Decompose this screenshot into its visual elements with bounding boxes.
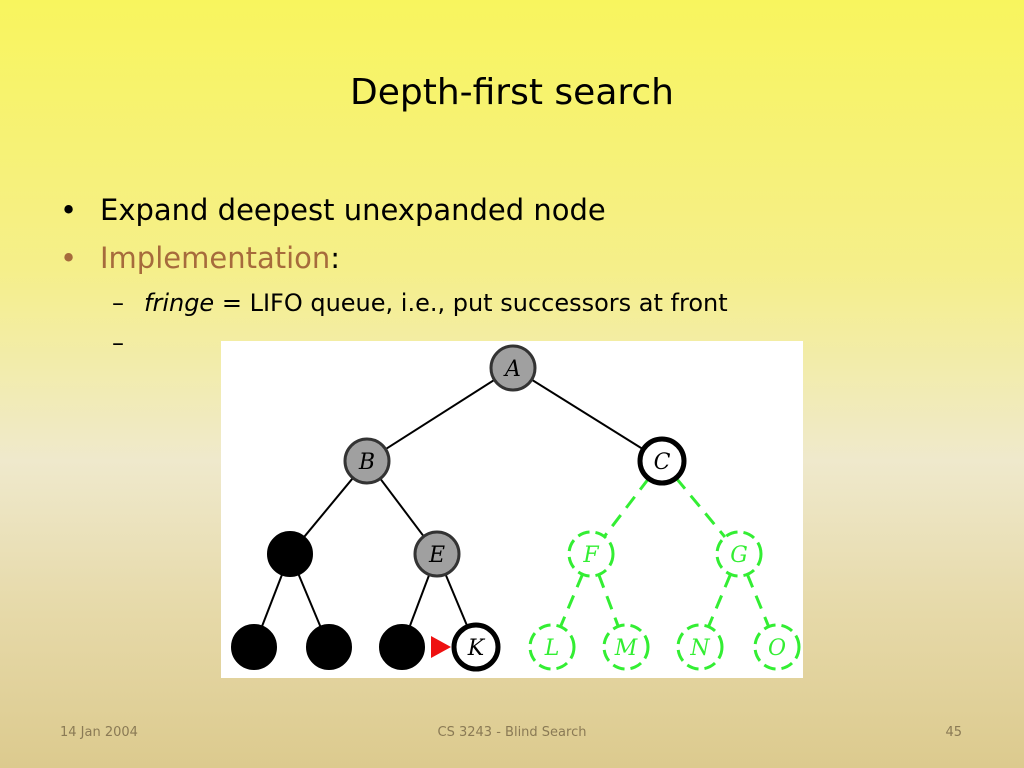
sub-bullet-item: – fringe = LIFO queue, i.e., put success… <box>112 286 960 326</box>
tree-node-label: K <box>467 636 486 661</box>
footer-date: 14 Jan 2004 <box>60 725 138 740</box>
tree-edge-a-c <box>531 378 644 451</box>
sub-bullet-marker: – <box>112 329 124 357</box>
tree-node-e: E <box>413 530 461 578</box>
tree-edge-g-n <box>707 573 732 628</box>
tree-node-f: F <box>567 530 615 578</box>
bullet-list: • Expand deepest unexpanded node • Imple… <box>60 190 960 366</box>
tree-node-label: N <box>689 636 710 661</box>
tree-edge-d-i <box>297 573 322 628</box>
tree-node-i <box>306 624 352 670</box>
sub-bullet-item: – <box>112 326 960 366</box>
bullet-item: • Implementation: <box>60 238 960 286</box>
tree-node-circle <box>528 623 576 671</box>
tree-node-circle <box>231 624 277 670</box>
tree-node-label: L <box>544 636 560 661</box>
sub-bullet-marker: – <box>112 289 124 317</box>
tree-node-label: A <box>503 357 521 382</box>
tree-edge-f-l <box>559 573 584 628</box>
tree-edge-c-g <box>674 476 727 539</box>
tree-node-label: B <box>358 450 375 475</box>
tree-edge-d-h <box>261 574 283 627</box>
tree-edge-a-b <box>385 378 495 451</box>
tree-node-circle <box>637 436 687 486</box>
tree-edge-e-j <box>408 574 431 627</box>
current-node-pointer-icon <box>431 636 451 658</box>
tree-node-circle <box>451 622 501 672</box>
footer-page-number: 45 <box>945 725 962 740</box>
search-tree-svg: A B C E F G K L M N O <box>231 344 801 672</box>
tree-node-j <box>379 624 425 670</box>
tree-node-circle <box>676 623 724 671</box>
tree-node-label: C <box>654 450 671 475</box>
tree-node-d <box>267 531 313 577</box>
tree-edge-b-d <box>303 477 354 538</box>
tree-node-circle <box>602 623 650 671</box>
tree-node-k: K <box>451 622 501 672</box>
tree-node-circle <box>413 530 461 578</box>
tree-node-g: G <box>715 530 763 578</box>
bullet-text: Expand deepest unexpanded node <box>100 193 606 227</box>
bullet-suffix: : <box>330 241 341 275</box>
tree-node-a: A <box>489 344 537 392</box>
sub-bullet-text: fringe = LIFO queue, i.e., put successor… <box>144 286 728 320</box>
sub-bullet-rest: = LIFO queue, i.e., put successors at fr… <box>214 289 728 317</box>
tree-node-label: F <box>582 543 599 568</box>
tree-node-circle <box>753 623 801 671</box>
tree-node-n: N <box>676 623 724 671</box>
slide-title: Depth-first search <box>349 72 675 113</box>
bullet-marker: • <box>60 241 78 275</box>
search-tree-diagram: A B C E F G K L M N O <box>221 341 803 678</box>
tree-node-circle <box>267 531 313 577</box>
tree-node-label: E <box>428 543 445 568</box>
tree-node-c: C <box>637 436 687 486</box>
tree-node-b: B <box>343 437 391 485</box>
bullet-item: • Expand deepest unexpanded node <box>60 190 960 238</box>
tree-node-circle <box>379 624 425 670</box>
tree-edge-g-o <box>745 573 771 628</box>
tree-node-label: O <box>768 636 786 661</box>
tree-node-circle <box>567 530 615 578</box>
tree-edge-c-f <box>603 477 650 538</box>
tree-edge-e-k <box>444 573 469 628</box>
bullet-marker: • <box>60 193 78 227</box>
tree-node-circle <box>489 344 537 392</box>
tree-node-h <box>231 624 277 670</box>
tree-node-label: G <box>730 543 748 568</box>
bullet-text: Implementation: <box>100 238 340 278</box>
sub-bullet-emphasis: fringe <box>144 289 215 317</box>
tree-node-m: M <box>602 623 650 671</box>
tree-node-label: M <box>614 636 638 661</box>
bullet-accent-text: Implementation <box>100 241 331 275</box>
tree-node-circle <box>306 624 352 670</box>
footer-course: CS 3243 - Blind Search <box>437 725 587 740</box>
tree-node-circle <box>343 437 391 485</box>
tree-edge-b-e <box>379 477 425 538</box>
tree-node-o: O <box>753 623 801 671</box>
tree-node-circle <box>715 530 763 578</box>
tree-node-l: L <box>528 623 576 671</box>
tree-edge-f-m <box>597 574 620 627</box>
